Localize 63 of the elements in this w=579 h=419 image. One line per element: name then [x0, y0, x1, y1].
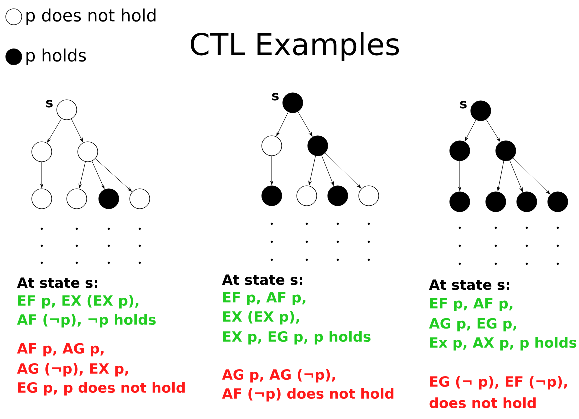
- formula-line: At state s:: [222, 274, 302, 286]
- formula-line: EF p, AF p,: [430, 298, 513, 312]
- formula-line: AG (¬p), EX p,: [17, 363, 128, 377]
- arrow: [95, 158, 132, 192]
- state-circle: [450, 140, 470, 162]
- state-label: s: [272, 93, 279, 101]
- legend-text: p holds: [26, 48, 86, 66]
- arrow: [510, 160, 524, 192]
- formula-line: AF (¬p) does not hold: [222, 388, 394, 402]
- formula-line: EG p, p does not hold: [18, 382, 185, 396]
- state-circle: [130, 188, 150, 210]
- arrow: [513, 158, 550, 194]
- formula-line: does not hold: [430, 398, 536, 408]
- state-circle: [516, 192, 538, 212]
- formula-line: AF p, AG p,: [17, 343, 104, 357]
- arrow: [325, 152, 362, 188]
- state-label: s: [46, 100, 53, 108]
- formula-line: EF p, AF p,: [224, 292, 306, 306]
- arrow: [270, 156, 274, 186]
- formula-line: AF (¬p), ¬p holds: [17, 314, 156, 328]
- state-circle: [496, 140, 516, 162]
- state-circle: [470, 100, 492, 122]
- arrow: [298, 112, 313, 137]
- arrow: [308, 156, 316, 186]
- arrow: [78, 162, 86, 188]
- formula-line: At state s:: [17, 278, 98, 288]
- state-circle: [358, 186, 380, 206]
- state-circle: [296, 186, 318, 206]
- formula-line: At state s:: [429, 280, 510, 290]
- state-circle: [98, 188, 120, 210]
- arrow: [92, 161, 105, 190]
- formula-line: EF p, EX (EX p),: [18, 295, 139, 309]
- state-circle: [262, 136, 282, 156]
- state-circle: [486, 192, 506, 212]
- formula-line: EG (¬ p), EF (¬p),: [430, 376, 568, 390]
- title: CTL Examples: [191, 32, 400, 62]
- state-circle: [308, 136, 328, 156]
- arrow: [486, 119, 500, 142]
- arrow: [47, 118, 62, 143]
- state-circle: [262, 186, 282, 206]
- arrow: [458, 161, 462, 192]
- formula-line: EX (EX p),: [224, 311, 300, 325]
- state-circle: [548, 192, 568, 212]
- state-circle: [32, 142, 52, 162]
- state-circle: [56, 100, 78, 120]
- arrow: [276, 112, 289, 136]
- arrow: [464, 120, 476, 142]
- state-circle: [450, 192, 470, 212]
- arrow: [322, 155, 334, 186]
- arrow: [40, 162, 44, 188]
- state-circle: [66, 188, 88, 210]
- formula-line: AG p, AG (¬p),: [222, 369, 336, 383]
- legend-text: p does not hold: [26, 8, 156, 26]
- arrow: [71, 118, 84, 142]
- formula-line: Ex p, AX p, p holds: [430, 337, 577, 351]
- arrow: [497, 160, 504, 192]
- state-label: s: [460, 101, 467, 109]
- formula-line: AG p, EG p,: [429, 318, 516, 332]
- state-circle: [32, 188, 52, 210]
- formula-line: EX p, EG p, p holds: [224, 331, 371, 345]
- state-circle: [78, 142, 98, 162]
- state-circle: [328, 186, 348, 206]
- state-circle: [282, 92, 304, 114]
